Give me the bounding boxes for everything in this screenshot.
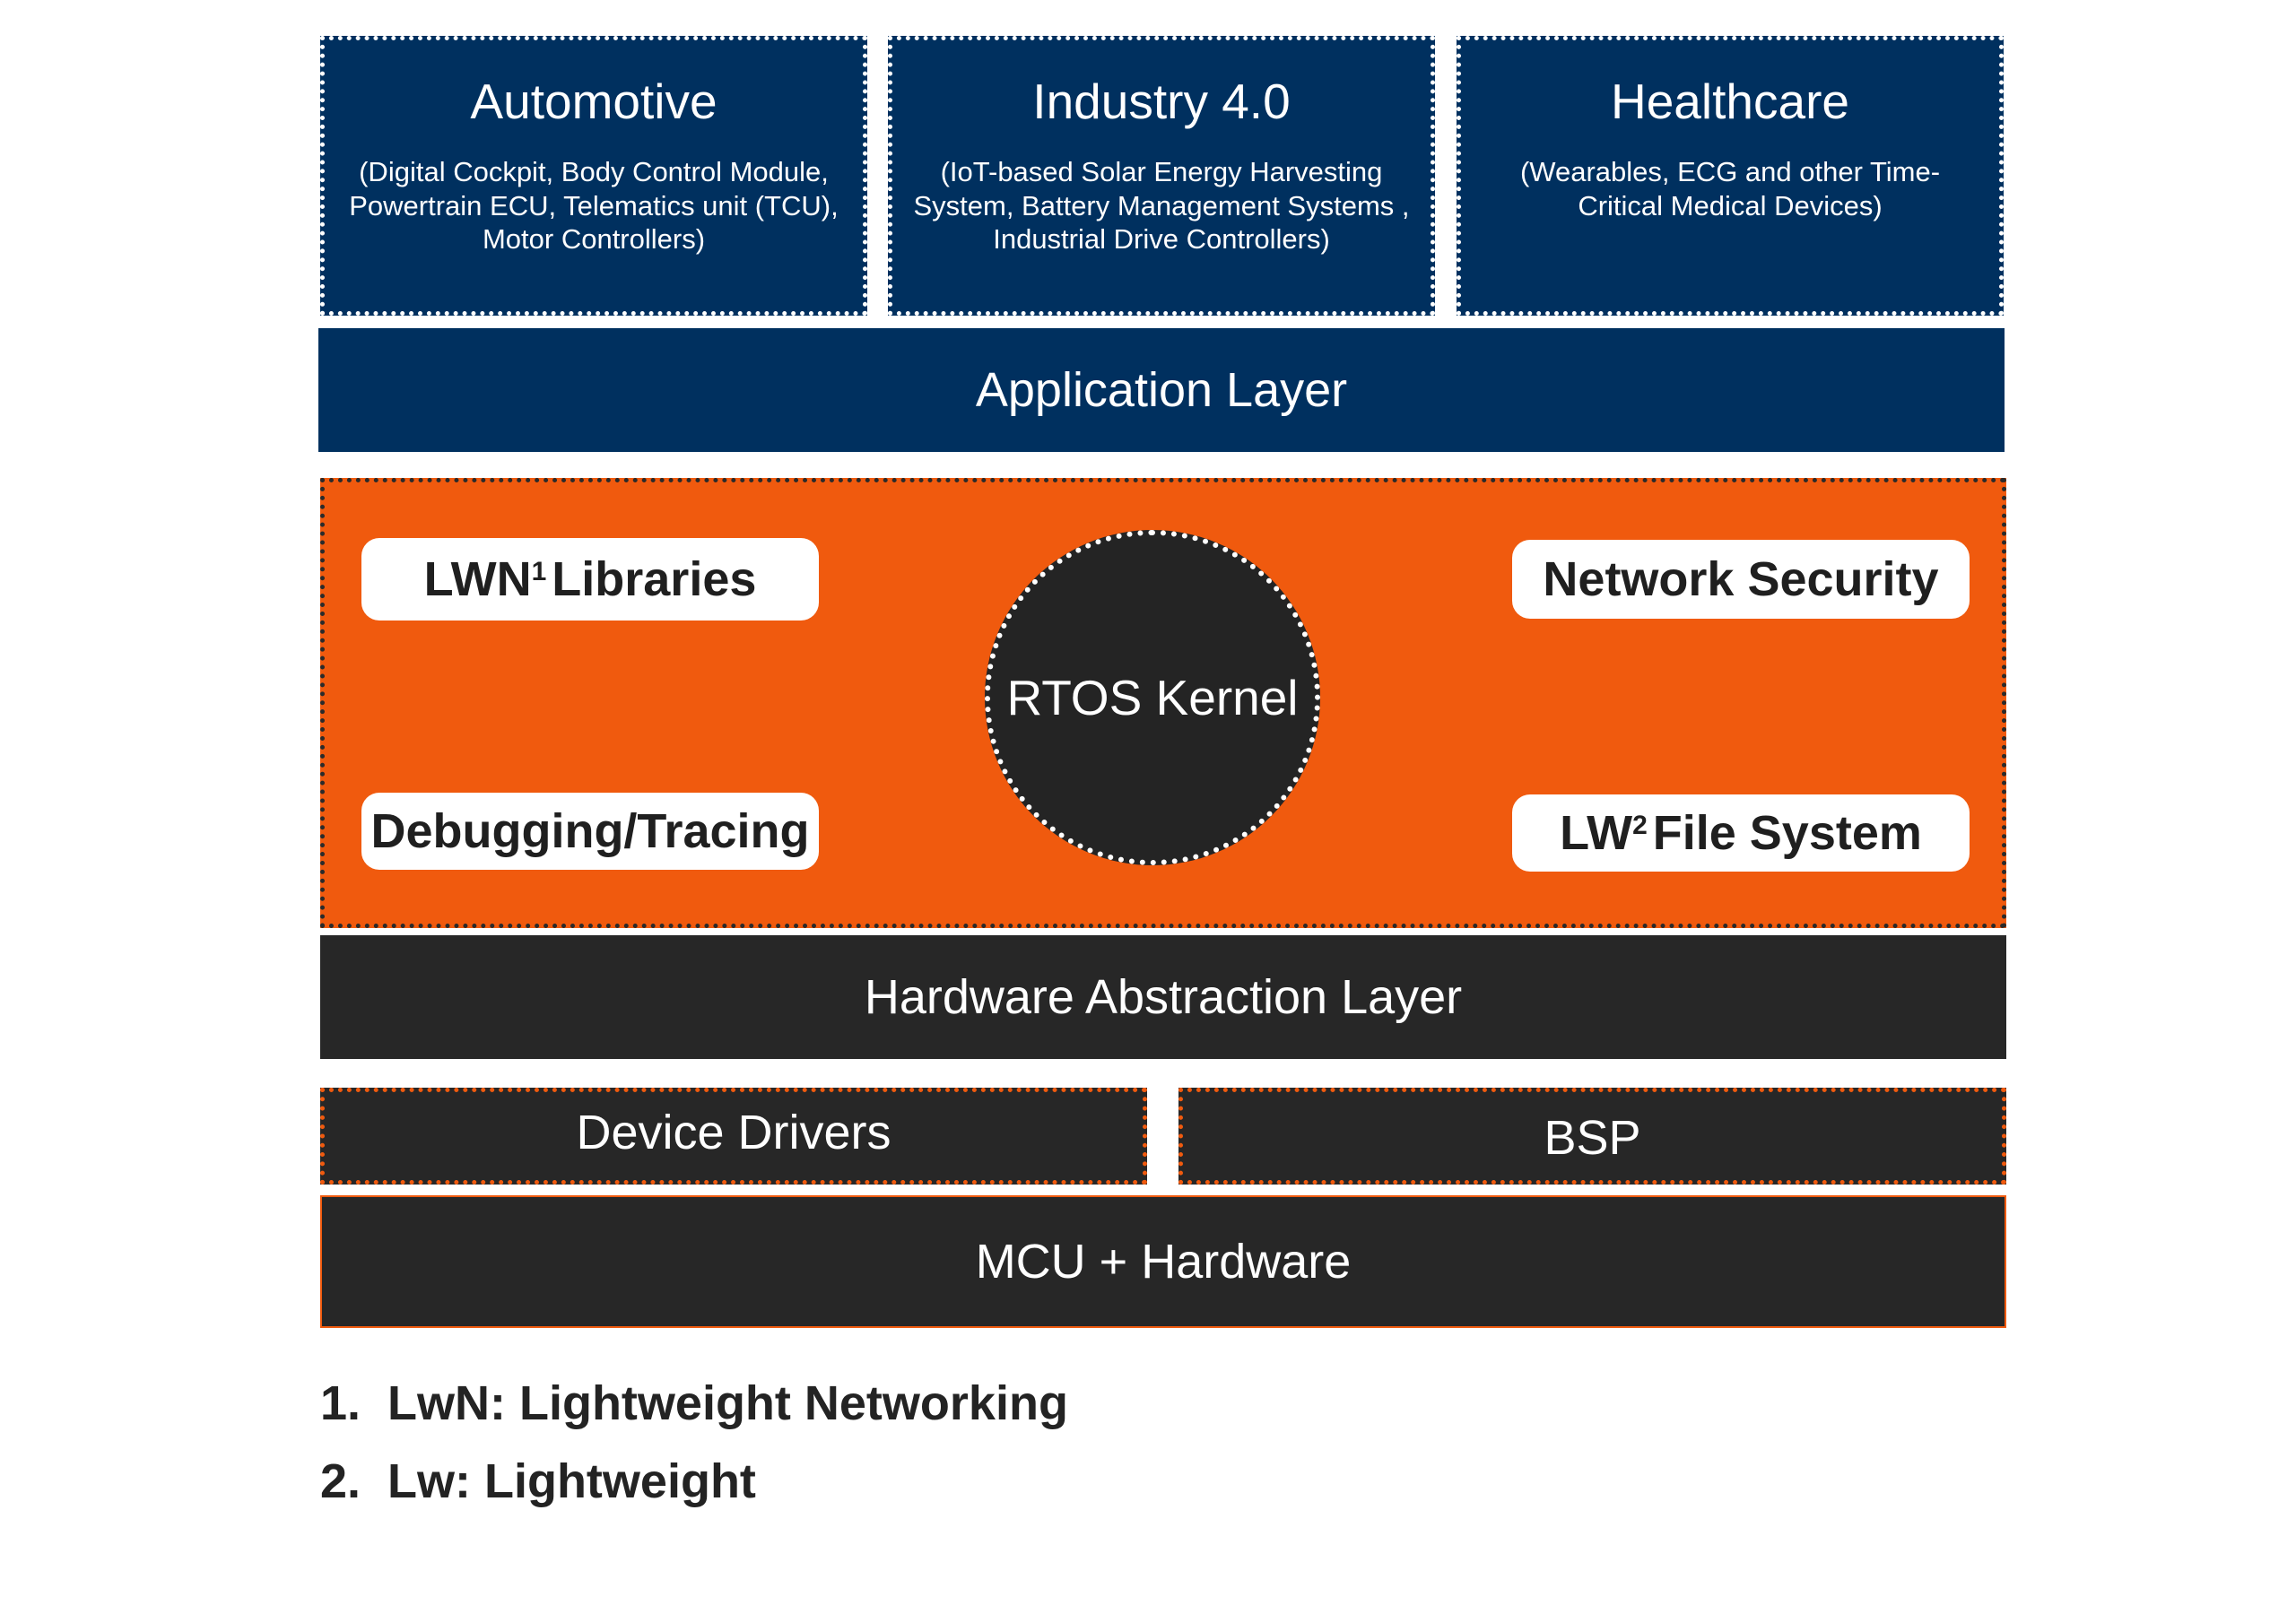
pill-superscript: 1 <box>531 557 547 586</box>
footnote-number: 1. <box>320 1376 361 1430</box>
mcu-hardware-layer: MCU + Hardware <box>320 1195 2006 1328</box>
footnote-text: Lw: Lightweight <box>387 1454 756 1508</box>
sector-description: (Digital Cockpit, Body Control Module, P… <box>349 155 839 256</box>
pill-suffix: File System <box>1652 806 1922 860</box>
sector-title: Healthcare <box>1611 74 1849 129</box>
network-security-pill: Network Security <box>1512 540 1970 619</box>
application-layer: Application Layer <box>318 328 2005 452</box>
sector-industry: Industry 4.0 (IoT-based Solar Energy Har… <box>888 36 1435 316</box>
sector-description: (Wearables, ECG and other Time-Critical … <box>1519 155 1941 221</box>
pill-prefix: LWN <box>423 552 532 606</box>
hardware-abstraction-layer: Hardware Abstraction Layer <box>320 935 2006 1059</box>
bsp-box: BSP <box>1178 1088 2006 1185</box>
pill-prefix: LW <box>1560 806 1633 860</box>
rtos-kernel-circle: RTOS Kernel <box>985 530 1320 865</box>
footnote-2: 2. Lw: Lightweight <box>320 1454 756 1509</box>
debugging-tracing-pill: Debugging/Tracing <box>361 793 819 870</box>
footnote-text: LwN: Lightweight Networking <box>387 1376 1068 1430</box>
sector-healthcare: Healthcare (Wearables, ECG and other Tim… <box>1457 36 2004 316</box>
footnote-number: 2. <box>320 1454 361 1508</box>
pill-suffix: Libraries <box>552 552 757 606</box>
sector-title: Industry 4.0 <box>1032 74 1291 129</box>
pill-superscript: 2 <box>1632 811 1648 840</box>
sector-automotive: Automotive (Digital Cockpit, Body Contro… <box>320 36 867 316</box>
sector-title: Automotive <box>470 74 718 129</box>
sector-description: (IoT-based Solar Energy Harvesting Syste… <box>913 155 1410 256</box>
footnote-1: 1. LwN: Lightweight Networking <box>320 1376 1068 1431</box>
device-drivers-box: Device Drivers <box>320 1088 1147 1185</box>
